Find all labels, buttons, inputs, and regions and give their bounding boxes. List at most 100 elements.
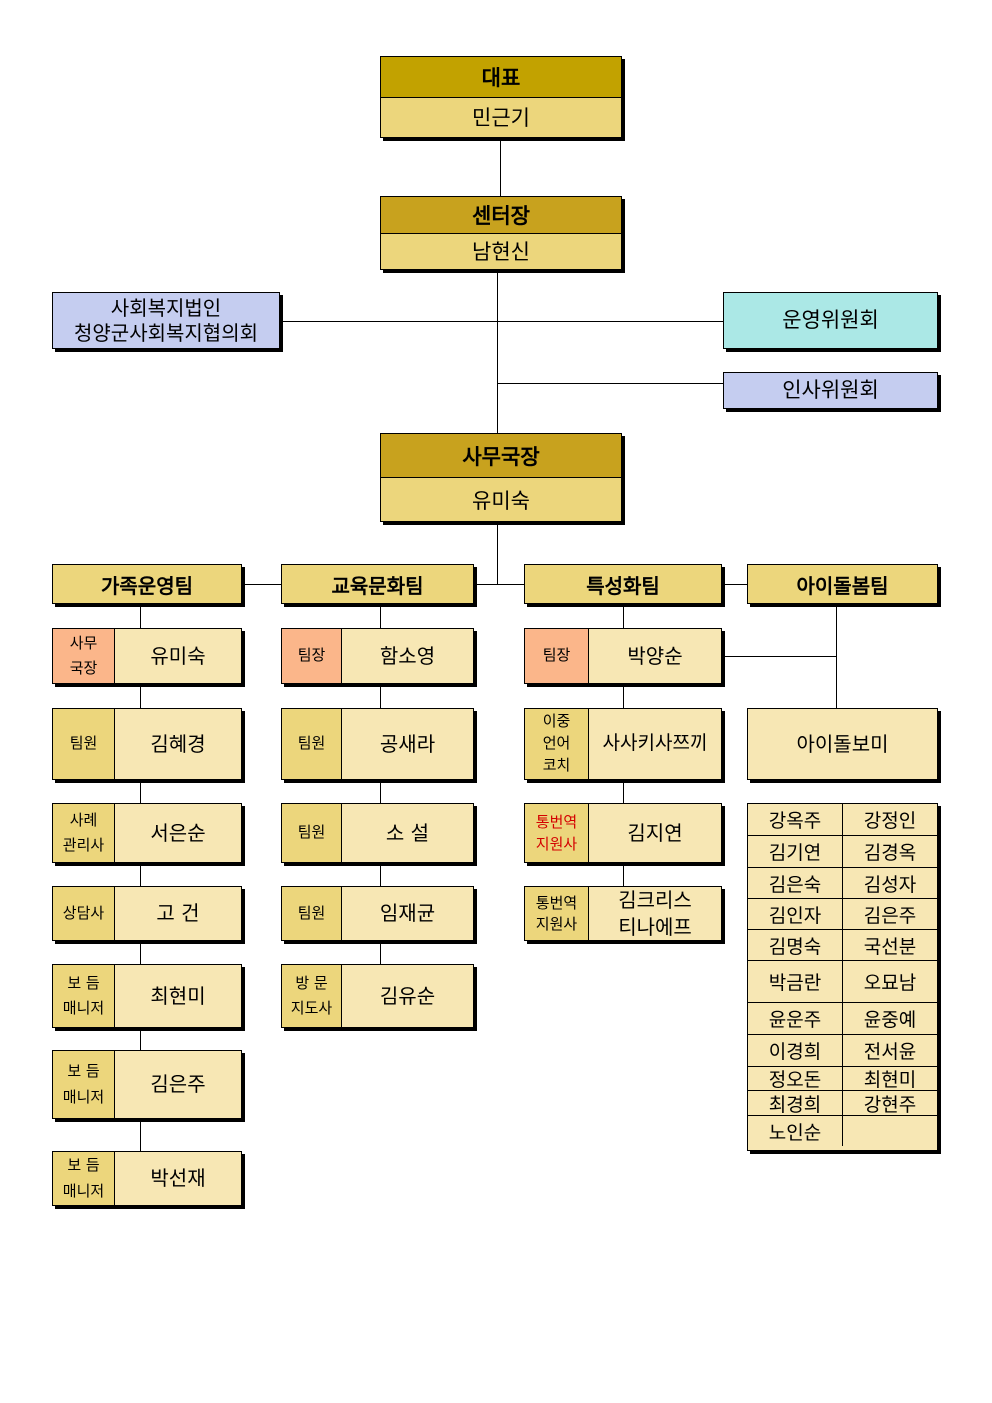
member-role: 통번역 지원사	[525, 887, 589, 940]
member-name: 박양순	[627, 643, 683, 668]
secretary-title: 사무국장	[381, 434, 621, 478]
member-card: 이중 언어 코치 사사키사쯔끼	[524, 708, 722, 780]
grid-cell: 최경희	[768, 1093, 822, 1116]
childcare-member-grid: 강옥주 강정인 김기연 김경옥 김은숙 김성자 김인자 김은주 김명숙 국선분 …	[747, 803, 938, 1151]
grid-cell: 전서윤	[842, 1035, 937, 1066]
member-role: 상담사	[53, 887, 115, 940]
grid-cell: 김성자	[842, 868, 937, 898]
grid-cell: 강현주	[842, 1091, 937, 1116]
grid-cell: 정오돈	[768, 1069, 822, 1091]
member-role: 팀장	[525, 629, 589, 683]
grid-cell: 강옥주	[768, 810, 822, 832]
grid-row: 정오돈 최현미	[748, 1066, 937, 1091]
director-name: 남현신	[381, 233, 621, 269]
connector	[140, 1119, 141, 1151]
member-name: 임재균	[379, 901, 436, 925]
connector	[474, 584, 525, 585]
member-card: 통번역 지원사 김크리스 티나에프	[524, 886, 722, 941]
member-role: 보 듬 매니저	[53, 1051, 115, 1118]
member-card: 팀장 함소영	[281, 628, 474, 684]
member-name: 김크리스 티나에프	[618, 887, 692, 939]
connector	[140, 1028, 141, 1050]
grid-cell: 김기연	[768, 842, 822, 864]
grid-cell: 김명숙	[768, 935, 822, 958]
connector	[623, 604, 624, 628]
member-role: 이중 언어 코치	[525, 709, 589, 779]
grid-cell: 오묘남	[842, 961, 937, 1002]
member-name: 최현미	[150, 983, 206, 1008]
grid-cell: 김경옥	[842, 836, 937, 867]
grid-row: 이경희 전서윤	[748, 1034, 937, 1066]
connector	[380, 941, 381, 964]
connector	[836, 604, 837, 708]
team-education-header: 교육문화팀	[281, 564, 474, 604]
member-name: 박선재	[150, 1166, 206, 1190]
member-card: 통번역 지원사 김지연	[524, 803, 722, 863]
member-card: 팀원 임재균	[281, 886, 474, 941]
secretary-box: 사무국장 유미숙	[380, 433, 622, 522]
director-title: 센터장	[381, 197, 621, 234]
member-role: 사례 관리사	[53, 804, 115, 862]
member-role: 사무 국장	[53, 629, 115, 683]
member-card: 팀장 박양순	[524, 628, 722, 684]
member-name: 함소영	[379, 643, 436, 668]
grid-row: 김은숙 김성자	[748, 867, 937, 898]
grid-cell: 김은숙	[768, 873, 822, 896]
connector	[722, 656, 836, 657]
connector	[500, 139, 501, 196]
grid-row: 김기연 김경옥	[748, 835, 937, 867]
member-card: 사무 국장 유미숙	[52, 628, 242, 684]
member-card: 방 문 지도사 김유순	[281, 964, 474, 1028]
member-role: 보 듬 매니저	[53, 965, 115, 1027]
grid-row: 박금란 오묘남	[748, 960, 937, 1002]
grid-cell: 윤중예	[842, 1003, 937, 1034]
member-name: 서은순	[150, 820, 206, 845]
connector	[497, 383, 723, 384]
member-name: 고 건	[156, 901, 200, 925]
member-name: 유미숙	[150, 643, 206, 668]
connector	[242, 584, 282, 585]
connector	[722, 584, 748, 585]
member-name: 김유순	[379, 983, 436, 1008]
grid-cell: 윤운주	[768, 1009, 822, 1031]
operating-committee-box: 운영위원회	[723, 292, 938, 349]
member-name: 소 설	[385, 820, 430, 845]
member-card: 사례 관리사 서은순	[52, 803, 242, 863]
connector	[623, 780, 624, 803]
grid-cell: 강정인	[842, 804, 937, 835]
member-name: 김혜경	[150, 731, 206, 756]
member-role: 팀원	[282, 887, 342, 940]
member-card: 보 듬 매니저 박선재	[52, 1151, 242, 1206]
grid-row: 김인자 김은주	[748, 898, 937, 929]
connector	[140, 941, 141, 964]
connector	[380, 780, 381, 803]
grid-cell: 김은주	[842, 899, 937, 929]
grid-cell: 노인순	[768, 1121, 822, 1144]
connector	[380, 863, 381, 886]
member-card: 팀원 소 설	[281, 803, 474, 863]
member-card: 보 듬 매니저 최현미	[52, 964, 242, 1028]
team-childcare-header: 아이돌봄팀	[747, 564, 938, 604]
connector	[281, 321, 723, 322]
member-role: 팀장	[282, 629, 342, 683]
connector	[140, 684, 141, 708]
member-card: 보 듬 매니저 김은주	[52, 1050, 242, 1119]
connector	[497, 270, 498, 433]
connector	[140, 863, 141, 886]
connector	[497, 522, 498, 584]
member-name: 김은주	[150, 1072, 206, 1096]
grid-row: 노인순	[748, 1115, 937, 1146]
grid-row: 최경희 강현주	[748, 1090, 937, 1116]
corporation-line2: 청양군사회복지협의회	[74, 320, 258, 345]
member-role: 통번역 지원사	[525, 804, 589, 862]
member-role: 팀원	[53, 709, 115, 779]
connector	[623, 684, 624, 708]
member-role: 팀원	[282, 804, 342, 862]
connector	[623, 863, 624, 886]
corporation-line1: 사회복지법인	[110, 295, 222, 320]
grid-row: 윤운주 윤중예	[748, 1002, 937, 1034]
member-role: 보 듬 매니저	[53, 1152, 115, 1205]
connector	[380, 604, 381, 628]
member-name: 사사키사쯔끼	[602, 732, 708, 755]
member-name: 김지연	[627, 820, 683, 845]
